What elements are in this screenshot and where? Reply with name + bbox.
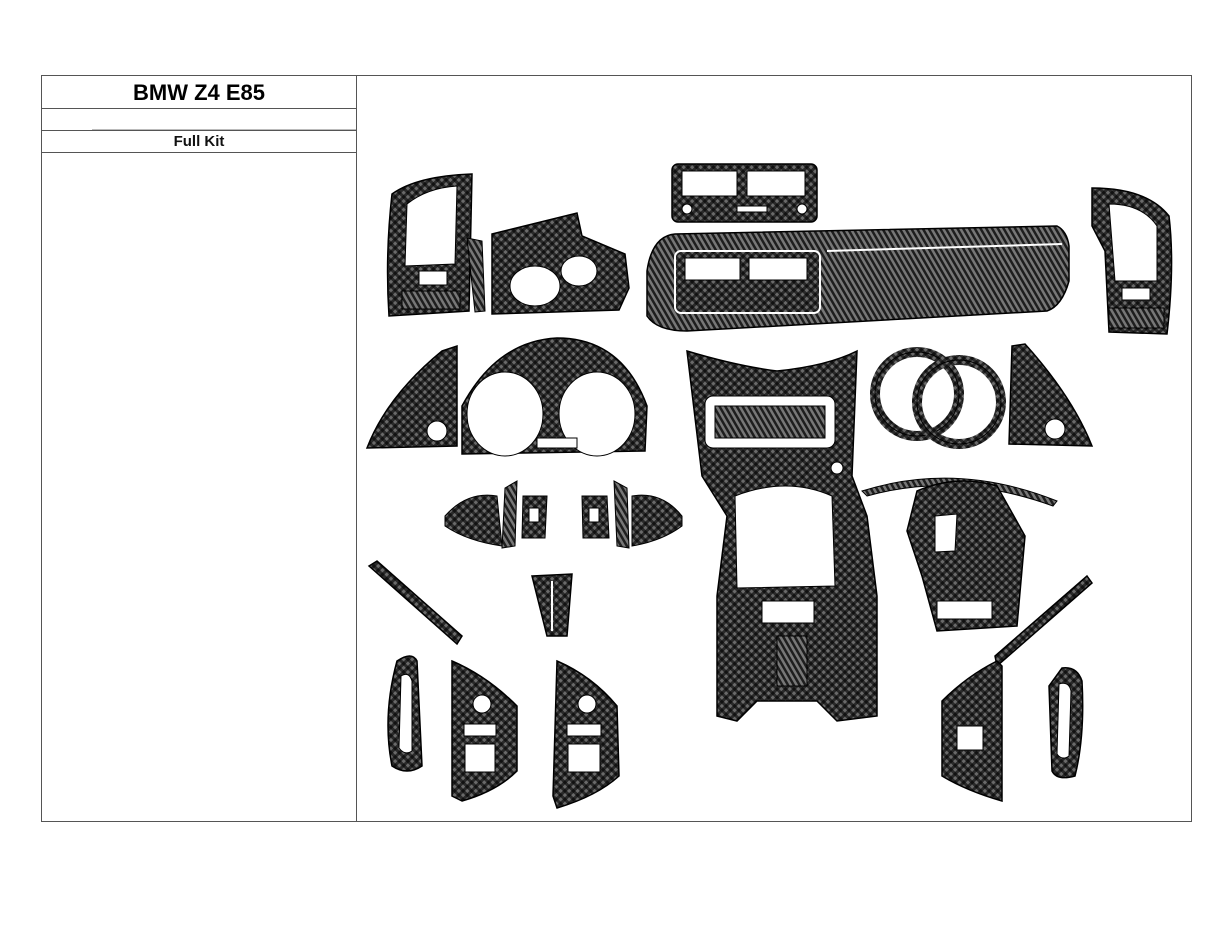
center-vent-top <box>671 163 818 223</box>
left-a-pillar-triangle <box>365 344 458 449</box>
center-console-tunnel <box>686 349 878 722</box>
vehicle-title: BMW Z4 E85 <box>42 76 356 109</box>
steering-wheel-lower-spoke <box>531 573 573 637</box>
instrument-cluster-surround <box>461 337 648 457</box>
kit-sheet: BMW Z4 E85 Full Kit <box>41 75 1192 822</box>
kit-name: Full Kit <box>42 131 356 153</box>
right-a-pillar-triangle <box>1008 343 1094 447</box>
left-dash-corner-panel <box>466 212 630 315</box>
steering-wheel-spokes <box>444 480 683 549</box>
parts-svg <box>365 163 1173 809</box>
parts-drawing <box>357 76 1191 821</box>
left-door-handle <box>387 655 423 772</box>
blank-row-rule <box>92 129 356 130</box>
right-door-handle <box>1048 667 1084 779</box>
left-window-switch-panel-2 <box>552 659 620 809</box>
right-vent-frame <box>1091 187 1173 335</box>
blank-row <box>42 109 356 131</box>
left-window-switch-panel-1 <box>451 659 518 802</box>
gauge-rings <box>870 347 1006 449</box>
dashboard-strip <box>646 225 1070 332</box>
left-door-strip <box>367 560 463 646</box>
left-vent-frame <box>386 173 473 317</box>
right-window-switch-panel <box>941 660 1003 802</box>
shifter-surround <box>861 477 1058 632</box>
info-column: BMW Z4 E85 Full Kit <box>42 76 357 821</box>
